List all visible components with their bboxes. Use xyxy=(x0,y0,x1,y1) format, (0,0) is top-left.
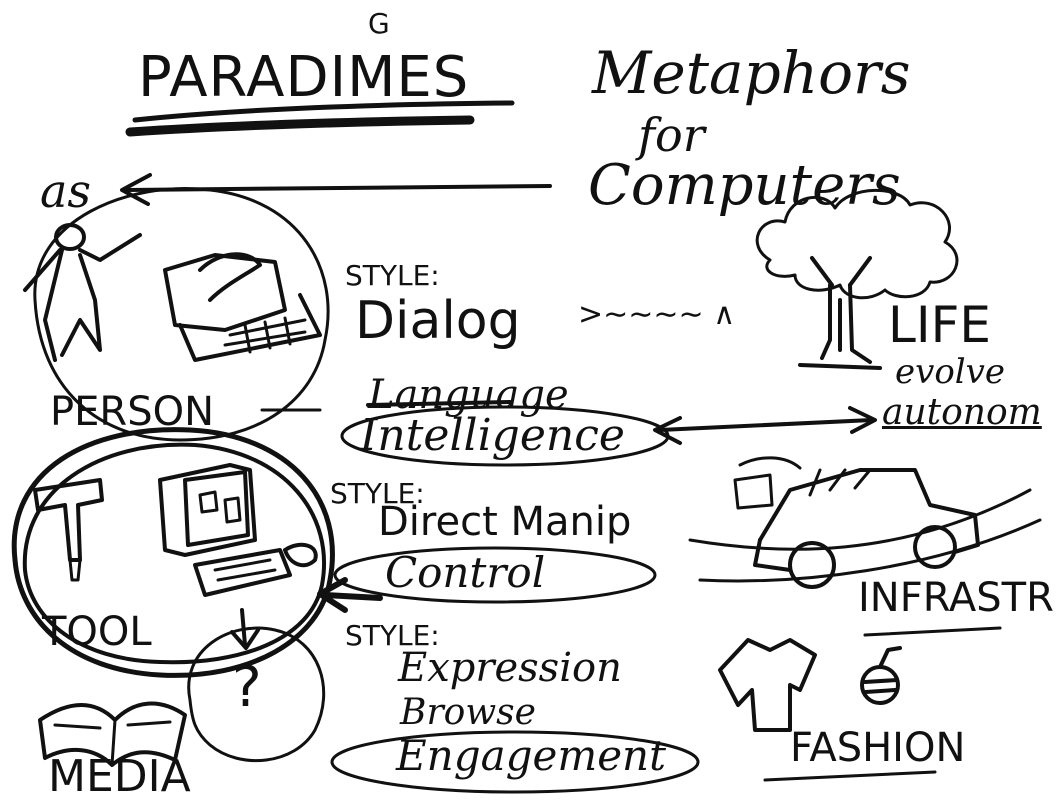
engagement-ellipse xyxy=(330,730,700,794)
hammer-icon xyxy=(33,478,104,582)
arrow-control-to-tool xyxy=(317,577,383,613)
life-label: LIFE xyxy=(888,296,991,354)
subtitle-line3: Computers xyxy=(588,153,901,218)
car-icon xyxy=(688,456,1042,589)
infrastructure-label: INFRASTR xyxy=(858,575,1054,621)
media-label: MEDIA xyxy=(48,751,191,802)
life-note-evolve: evolve xyxy=(895,352,1006,392)
title-correction-letter: G xyxy=(368,7,390,40)
life-note-autonom: autonom xyxy=(882,392,1042,433)
person-circled-word: Intelligence xyxy=(360,410,625,461)
fashion-label: FASHION xyxy=(790,725,966,771)
arrow-tool-to-media xyxy=(230,608,260,650)
prefix-as: as xyxy=(40,164,92,218)
media-browse: Browse xyxy=(400,692,536,733)
tool-style-heading: STYLE: xyxy=(330,477,425,510)
book-icon xyxy=(38,701,187,767)
media-circled-word: Engagement xyxy=(396,731,666,780)
tool-label: TOOL xyxy=(42,609,152,655)
person-style-heading: STYLE: xyxy=(345,259,440,292)
media-style-value: Expression xyxy=(398,645,622,691)
person-crossed-word: Language xyxy=(368,372,569,418)
fashion-apple-icon xyxy=(860,646,902,705)
fashion-underline xyxy=(763,770,937,782)
media-question-circle xyxy=(187,626,326,763)
language-strikethrough xyxy=(366,400,512,407)
tool-style-value: Direct Manip xyxy=(378,499,632,545)
person-label: PERSON xyxy=(50,389,214,435)
person-squiggle: >∼∼∼∼ ∧ xyxy=(578,297,736,332)
subtitle-line1: Metaphors xyxy=(592,39,911,107)
tool-circled-word: Control xyxy=(385,548,546,597)
typewriter-icon xyxy=(163,252,322,362)
tree-icon xyxy=(755,188,959,370)
control-ellipse xyxy=(333,546,657,604)
subtitle-line2: for xyxy=(638,108,705,162)
tool-circle xyxy=(11,427,335,678)
person-circle xyxy=(33,187,330,442)
person-figure-icon xyxy=(23,223,142,362)
computer-icon xyxy=(158,463,318,597)
person-style-value: Dialog xyxy=(355,291,521,351)
page-title: PARADIMES xyxy=(138,45,470,110)
media-question-mark: ? xyxy=(232,655,262,720)
shirt-icon xyxy=(718,638,817,732)
media-style-heading: STYLE: xyxy=(345,619,440,652)
infrastr-underline xyxy=(863,626,1002,637)
title-underline xyxy=(125,100,515,137)
arrow-intelligence-life xyxy=(653,406,877,445)
